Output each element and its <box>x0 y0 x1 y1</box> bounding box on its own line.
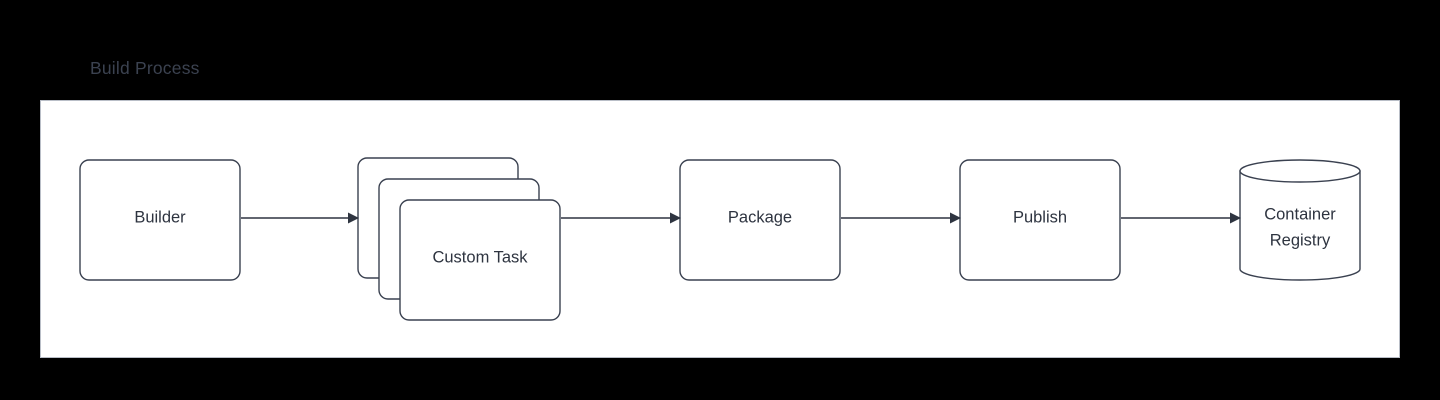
edge-builder-to-custom-task-arrowhead <box>348 212 359 224</box>
node-container-registry-body <box>1239 170 1361 281</box>
diagram-title: Build Process <box>90 58 200 78</box>
node-package-label: Package <box>728 208 792 226</box>
edge-custom-task-to-package-arrowhead <box>670 212 681 224</box>
node-custom-task[interactable]: Custom Task Custom Task Custom Task <box>357 157 561 321</box>
node-custom-task-card-front <box>399 199 561 321</box>
node-publish-label: Publish <box>1013 208 1067 226</box>
node-custom-task-label: Custom Task <box>432 248 528 266</box>
node-container-registry-label-line1: Container <box>1264 205 1336 223</box>
node-container-registry-label-line2: Registry <box>1270 231 1331 249</box>
node-package[interactable]: Package <box>679 159 841 281</box>
node-publish[interactable]: Publish <box>959 159 1121 281</box>
node-package-shape <box>679 159 841 281</box>
node-builder-shape <box>79 159 241 281</box>
node-container-registry-top <box>1239 159 1361 183</box>
node-builder[interactable]: Builder <box>79 159 241 281</box>
edge-package-to-publish-arrowhead <box>950 212 961 224</box>
edge-package-to-publish <box>841 212 961 224</box>
edge-custom-task-to-package <box>561 212 681 224</box>
node-container-registry[interactable]: Container Registry <box>1239 159 1361 281</box>
edge-publish-to-container-registry <box>1121 212 1241 224</box>
edge-builder-to-custom-task <box>241 212 359 224</box>
node-builder-label: Builder <box>134 208 186 226</box>
node-publish-shape <box>959 159 1121 281</box>
edge-publish-to-container-registry-arrowhead <box>1230 212 1241 224</box>
